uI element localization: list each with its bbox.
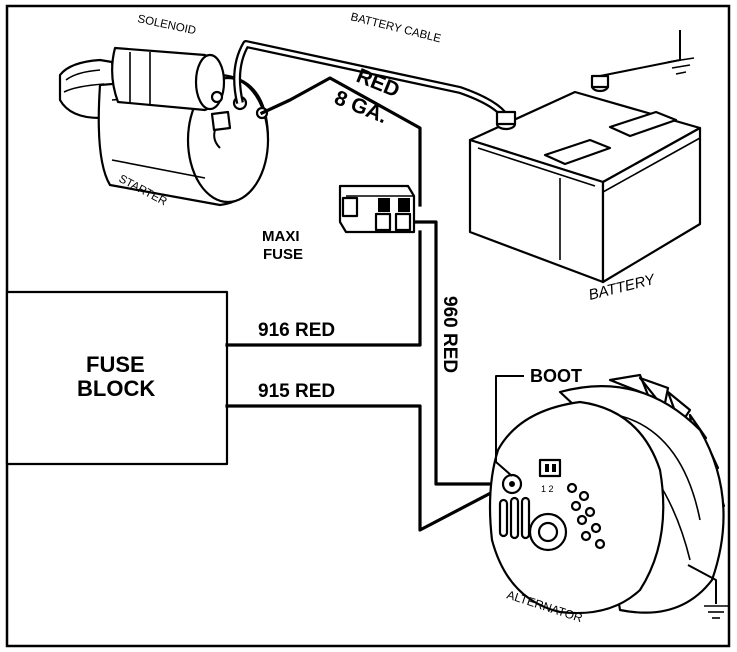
wire-960-red bbox=[413, 220, 502, 486]
maxi-fuse-label-line2: FUSE bbox=[263, 246, 303, 263]
boot-leader-line bbox=[495, 375, 524, 477]
fuse-block-label-line1: FUSE bbox=[86, 352, 145, 377]
alternator bbox=[488, 373, 728, 619]
wire-916-red bbox=[225, 230, 422, 347]
boot-label: BOOT bbox=[530, 366, 582, 386]
fuse-block bbox=[5, 290, 229, 466]
wire-960-label: 960 RED bbox=[439, 296, 460, 373]
solenoid-label: SOLENOID bbox=[136, 13, 197, 37]
wire-915-red bbox=[225, 404, 511, 532]
fuse-block-label-line2: BLOCK bbox=[77, 376, 155, 401]
alternator-terminal-numbers: 1 2 bbox=[541, 484, 554, 494]
starter-motor bbox=[58, 46, 270, 207]
battery-cable-label: BATTERY CABLE bbox=[349, 11, 442, 45]
wire-916-label: 916 RED bbox=[258, 320, 335, 341]
maxi-fuse bbox=[338, 184, 416, 234]
wire-915-label: 915 RED bbox=[258, 381, 335, 402]
battery bbox=[468, 30, 702, 284]
red-8ga-wire bbox=[259, 76, 422, 207]
maxi-fuse-label-line1: MAXI bbox=[262, 228, 300, 245]
